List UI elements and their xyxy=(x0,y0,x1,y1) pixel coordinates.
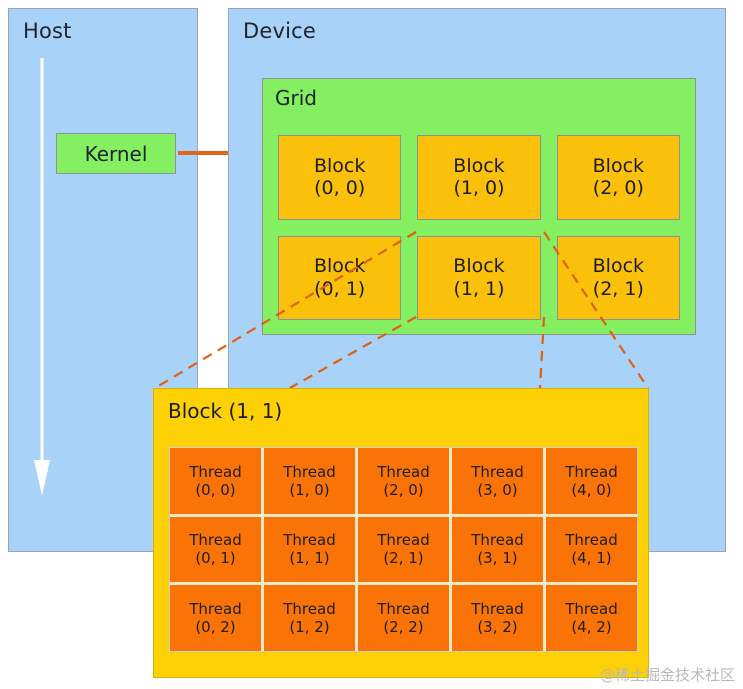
block-cell[interactable]: Block (2, 1) xyxy=(556,235,680,320)
thread-index: (0, 2) xyxy=(195,618,236,637)
block-detail-panel: Block (1, 1) Thread (0, 0) Thread (1, 0)… xyxy=(153,388,649,678)
thread-cell[interactable]: Thread (2, 0) xyxy=(358,448,449,514)
thread-index: (4, 2) xyxy=(571,618,612,637)
block-index: (0, 1) xyxy=(314,277,366,300)
block-index: (2, 0) xyxy=(592,177,644,200)
block-index: (2, 1) xyxy=(592,277,644,300)
kernel-box[interactable]: Kernel xyxy=(56,133,176,174)
thread-index: (1, 2) xyxy=(289,618,330,637)
block-cell[interactable]: Block (0, 0) xyxy=(278,135,402,220)
block-cell[interactable]: Block (1, 0) xyxy=(417,135,541,220)
thread-cell[interactable]: Thread (1, 0) xyxy=(264,448,355,514)
block-name: Block xyxy=(453,154,505,177)
thread-cell[interactable]: Thread (0, 2) xyxy=(170,585,261,651)
kernel-label: Kernel xyxy=(84,141,148,166)
thread-name: Thread xyxy=(283,462,336,481)
block-grid: Block (0, 0) Block (1, 0) Block (2, 0) B… xyxy=(278,135,680,320)
block-name: Block xyxy=(453,255,505,278)
block-name: Block xyxy=(592,255,645,278)
grid-title: Grid xyxy=(275,86,317,110)
thread-index: (3, 1) xyxy=(477,549,518,568)
block-name: Block xyxy=(592,154,645,177)
thread-name: Thread xyxy=(283,600,336,619)
thread-index: (1, 1) xyxy=(289,549,330,568)
thread-index: (3, 0) xyxy=(477,480,518,499)
grid-container: Grid Block (0, 0) Block (1, 0) Block (2,… xyxy=(262,78,696,335)
block-index: (0, 0) xyxy=(314,177,366,200)
thread-index: (0, 1) xyxy=(195,549,236,568)
thread-index: (1, 0) xyxy=(289,480,330,499)
thread-name: Thread xyxy=(377,462,430,481)
thread-cell[interactable]: Thread (1, 1) xyxy=(264,516,355,583)
block-index: (1, 0) xyxy=(453,177,505,200)
thread-index: (0, 0) xyxy=(195,480,236,499)
thread-name: Thread xyxy=(283,531,336,550)
device-title: Device xyxy=(243,19,317,43)
thread-name: Thread xyxy=(377,600,430,619)
block-detail-title: Block (1, 1) xyxy=(168,399,283,423)
thread-cell[interactable]: Thread (0, 1) xyxy=(170,516,261,583)
thread-cell[interactable]: Thread (4, 0) xyxy=(546,448,637,514)
thread-name: Thread xyxy=(565,531,618,550)
thread-cell[interactable]: Thread (3, 0) xyxy=(452,448,543,514)
thread-cell[interactable]: Thread (0, 0) xyxy=(170,448,261,514)
thread-index: (4, 0) xyxy=(571,480,612,499)
thread-cell[interactable]: Thread (1, 2) xyxy=(264,585,355,651)
block-index: (1, 1) xyxy=(453,277,505,300)
thread-name: Thread xyxy=(189,600,242,619)
thread-name: Thread xyxy=(565,600,618,619)
thread-name: Thread xyxy=(565,462,618,481)
block-cell[interactable]: Block (0, 1) xyxy=(278,235,402,320)
thread-index: (4, 1) xyxy=(571,549,612,568)
block-name: Block xyxy=(313,154,366,177)
thread-cell[interactable]: Thread (2, 2) xyxy=(358,585,449,651)
thread-cell[interactable]: Thread (4, 2) xyxy=(546,585,637,651)
thread-name: Thread xyxy=(377,531,430,550)
block-cell[interactable]: Block (1, 1) xyxy=(417,235,541,320)
watermark: @稀土掘金技术社区 xyxy=(599,666,735,684)
block-cell[interactable]: Block (2, 0) xyxy=(556,135,680,220)
thread-index: (2, 0) xyxy=(383,480,424,499)
thread-cell[interactable]: Thread (3, 2) xyxy=(452,585,543,651)
thread-index: (3, 2) xyxy=(477,618,518,637)
thread-name: Thread xyxy=(471,462,524,481)
thread-name: Thread xyxy=(471,600,524,619)
thread-index: (2, 1) xyxy=(383,549,424,568)
thread-name: Thread xyxy=(189,462,242,481)
block-name: Block xyxy=(313,255,366,278)
thread-index: (2, 2) xyxy=(383,618,424,637)
thread-cell[interactable]: Thread (4, 1) xyxy=(546,516,637,583)
thread-name: Thread xyxy=(189,531,242,550)
host-title: Host xyxy=(23,19,72,43)
thread-cell[interactable]: Thread (2, 1) xyxy=(358,516,449,583)
thread-name: Thread xyxy=(471,531,524,550)
thread-cell[interactable]: Thread (3, 1) xyxy=(452,516,543,583)
thread-grid: Thread (0, 0) Thread (1, 0) Thread (2, 0… xyxy=(169,447,638,652)
